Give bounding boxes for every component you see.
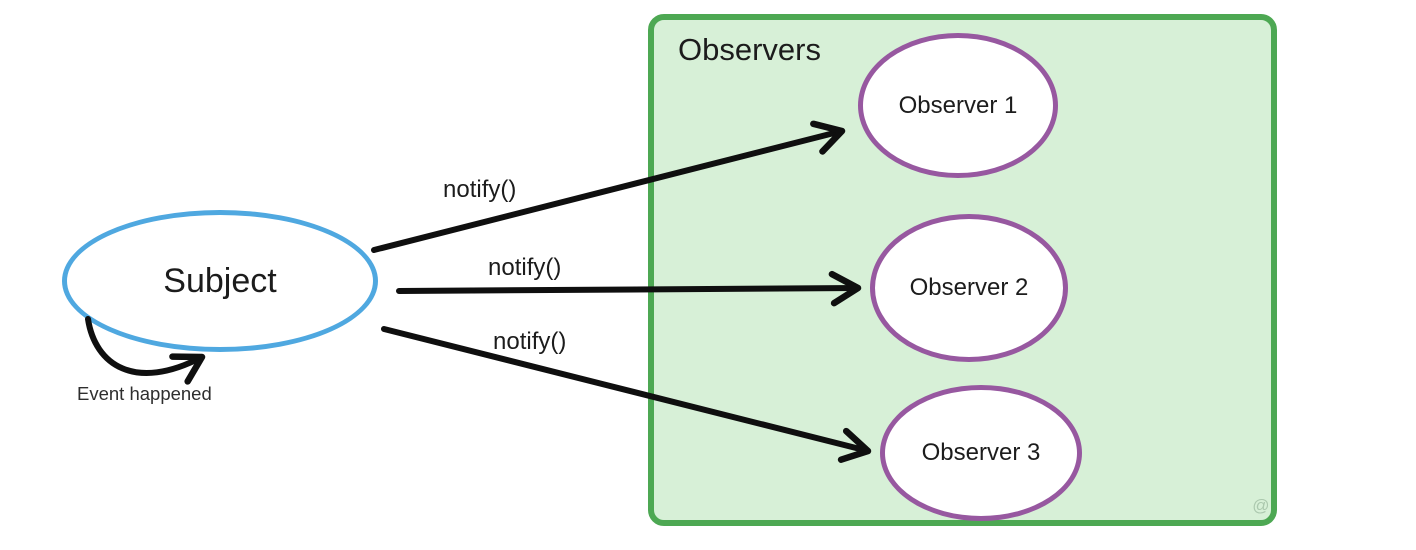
observer-1-label: Observer 1	[898, 91, 1018, 119]
observer-2-label: Observer 2	[909, 274, 1029, 301]
observer-3-label: Observer 3	[921, 439, 1041, 466]
event-happened-label: Event happened	[77, 383, 212, 404]
observer-1-node: Observer 1	[858, 33, 1058, 178]
observers-group-title: Observers	[678, 32, 821, 67]
observer-3-node: Observer 3	[880, 385, 1082, 521]
notify-label-1: notify()	[443, 176, 517, 203]
notify-label-2: notify()	[488, 254, 562, 281]
subject-label: Subject	[163, 261, 277, 300]
watermark: @	[1252, 496, 1270, 515]
subject-node: Subject	[62, 210, 378, 352]
observer-2-node: Observer 2	[870, 214, 1068, 362]
notify-label-3: notify()	[493, 328, 567, 355]
